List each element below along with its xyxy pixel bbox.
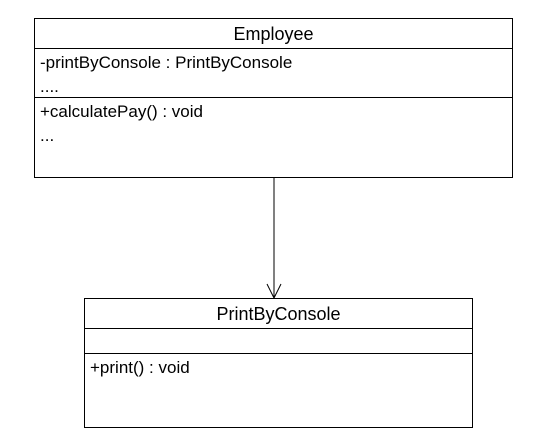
- employee-class-box[interactable]: Employee -printByConsole : PrintByConsol…: [34, 18, 513, 178]
- printbyconsole-class-name: PrintByConsole: [85, 299, 472, 329]
- printbyconsole-attributes-compartment: [85, 329, 472, 354]
- employee-method-ellipsis: ...: [40, 126, 55, 145]
- employee-attributes-compartment: -printByConsole : PrintByConsole ....: [35, 49, 512, 98]
- printbyconsole-method-print: +print() : void: [90, 358, 190, 377]
- printbyconsole-class-box[interactable]: PrintByConsole +print() : void: [84, 298, 473, 428]
- employee-class-name: Employee: [35, 19, 512, 49]
- printbyconsole-methods-compartment: +print() : void: [85, 354, 472, 380]
- employee-method-calculate-pay: +calculatePay() : void: [40, 102, 203, 121]
- employee-attribute-print-by-console: -printByConsole : PrintByConsole: [40, 53, 293, 72]
- employee-methods-compartment: +calculatePay() : void ...: [35, 98, 512, 148]
- employee-attribute-ellipsis: ....: [40, 77, 59, 96]
